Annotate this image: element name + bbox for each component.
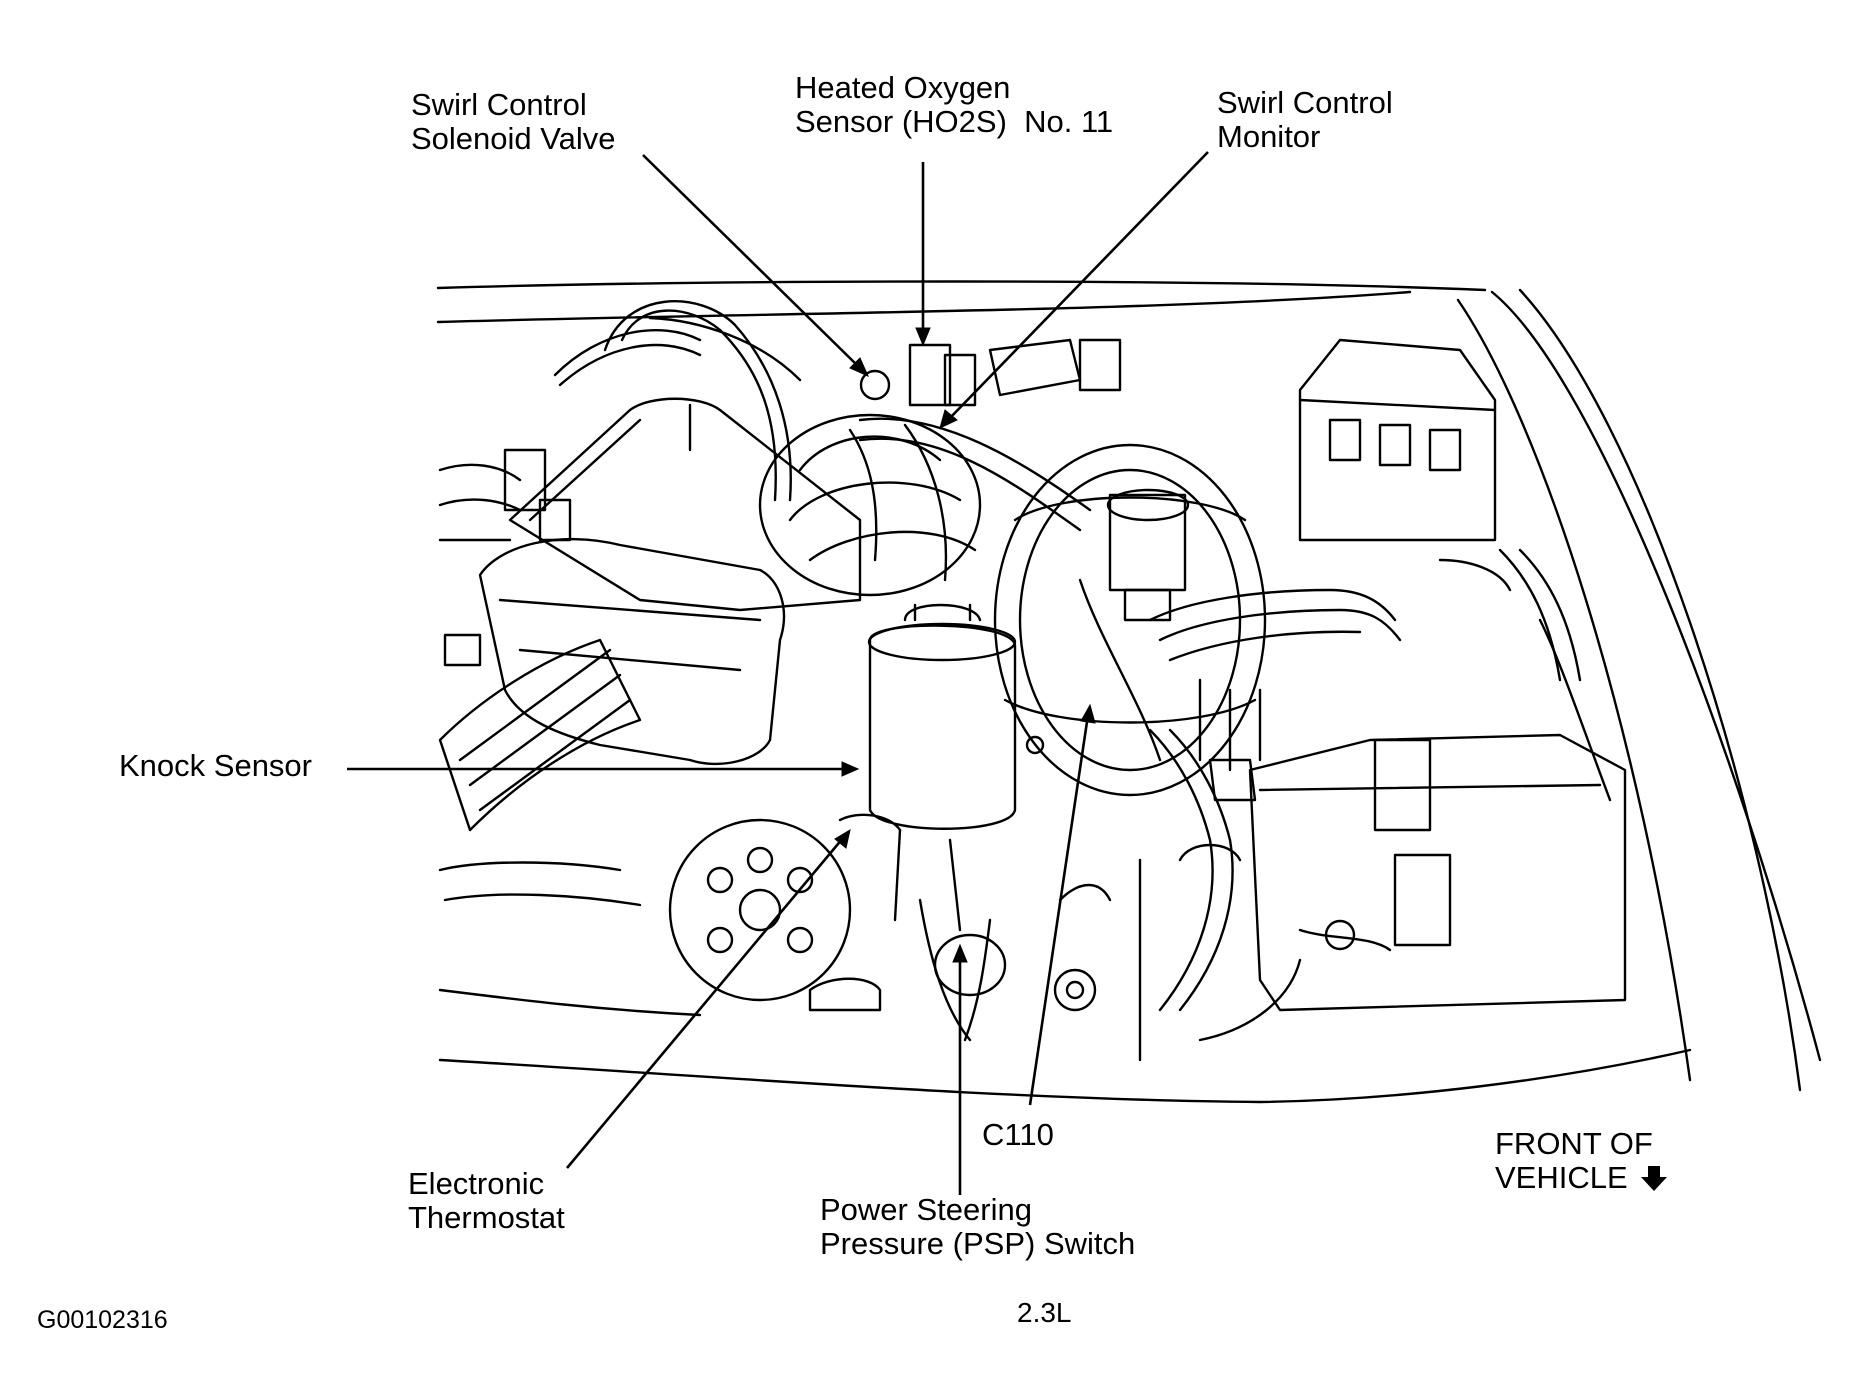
label-swirl-solenoid-line-2: Solenoid Valve bbox=[411, 121, 616, 156]
label-front-line-2: VEHICLE bbox=[1495, 1161, 1668, 1195]
lower-edge-2 bbox=[438, 988, 702, 1017]
valve-cover bbox=[508, 397, 862, 612]
label-heated-oxygen-sensor: Heated Oxygen Sensor (HO2S) No. 11 bbox=[795, 71, 1113, 139]
label-swirl-solenoid-line-1: Swirl Control bbox=[411, 87, 587, 122]
leader-swirl-solenoid bbox=[642, 154, 861, 369]
engine-size: 2.3L bbox=[1017, 1297, 1072, 1328]
arrowhead-swirl-monitor bbox=[939, 409, 958, 429]
air-intake-hose bbox=[438, 638, 642, 832]
label-thermostat-line-2: Thermostat bbox=[408, 1200, 565, 1235]
label-front-line-1: FRONT OF bbox=[1495, 1126, 1653, 1161]
label-front-line-2-text: VEHICLE bbox=[1495, 1160, 1628, 1195]
label-swirl-monitor-line-1: Swirl Control bbox=[1217, 85, 1393, 120]
arrowhead-thermostat bbox=[834, 828, 851, 849]
arrowhead-c110 bbox=[1080, 703, 1096, 724]
lower-edge bbox=[438, 1048, 1692, 1104]
arrowhead-knock-sensor bbox=[841, 761, 860, 777]
label-swirl-control-monitor: Swirl Control Monitor bbox=[1217, 86, 1393, 154]
label-ho2s-line-1: Heated Oxygen bbox=[795, 70, 1011, 105]
crank-pulley bbox=[668, 818, 852, 1002]
leader-thermostat bbox=[566, 837, 844, 1169]
cowl-line bbox=[436, 290, 1412, 324]
figure-id: G00102316 bbox=[37, 1306, 168, 1334]
brake-booster bbox=[993, 443, 1267, 797]
down-arrow-icon bbox=[1641, 1166, 1668, 1191]
label-c110: C110 bbox=[982, 1117, 1054, 1152]
arrowhead-ho2s bbox=[915, 327, 931, 347]
arrowhead-psp bbox=[952, 943, 968, 963]
label-knock-sensor: Knock Sensor bbox=[119, 748, 312, 783]
fender-inner bbox=[1456, 298, 1692, 1082]
label-swirl-control-solenoid-valve: Swirl Control Solenoid Valve bbox=[411, 88, 616, 156]
hood-edge bbox=[436, 280, 1487, 292]
label-thermostat-line-1: Electronic bbox=[408, 1166, 545, 1201]
fender-outer-2 bbox=[1518, 288, 1802, 1092]
label-ho2s-line-2: Sensor (HO2S) No. 11 bbox=[795, 104, 1114, 139]
label-psp-switch: Power Steering Pressure (PSP) Switch bbox=[820, 1193, 1135, 1261]
leader-swirl-monitor bbox=[947, 151, 1209, 421]
relay-box bbox=[1298, 338, 1497, 542]
fender-outer-1 bbox=[1490, 290, 1822, 1062]
label-front-of-vehicle: FRONT OF VEHICLE bbox=[1495, 1127, 1668, 1195]
label-swirl-monitor-line-2: Monitor bbox=[1217, 119, 1321, 154]
arrowhead-swirl-solenoid bbox=[849, 357, 869, 377]
label-electronic-thermostat: Electronic Thermostat bbox=[408, 1167, 565, 1235]
leader-c110 bbox=[1028, 714, 1090, 1106]
label-psp-line-1: Power Steering bbox=[820, 1192, 1032, 1227]
label-psp-line-2: Pressure (PSP) Switch bbox=[820, 1226, 1136, 1261]
